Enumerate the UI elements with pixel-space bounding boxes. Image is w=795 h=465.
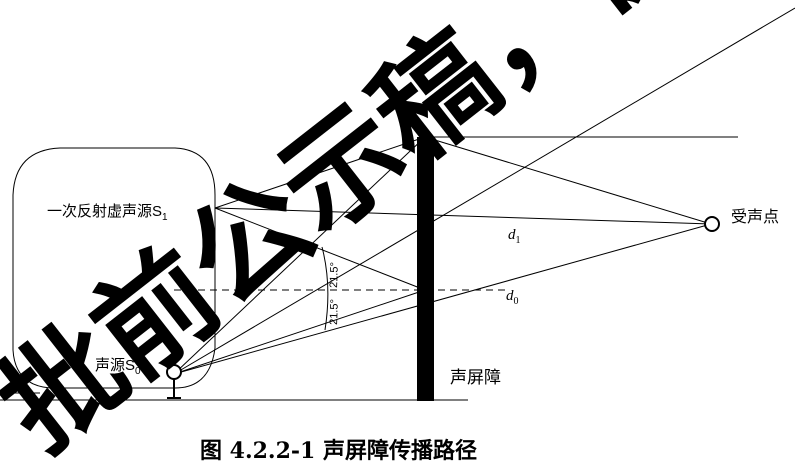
angle-label-upper: 21.5°	[328, 262, 341, 288]
diffraction-extension-line	[173, 7, 795, 375]
receiver-point-icon	[704, 216, 720, 232]
train-outline	[12, 147, 216, 389]
figure-caption: 图 4.2.2-1 声屏障传播路径	[200, 438, 477, 464]
d1-label: d1	[508, 227, 521, 246]
barrier-top-to-receiver	[424, 136, 712, 225]
d1-text: d	[508, 227, 516, 243]
d0-text: d	[506, 288, 514, 304]
d1-subscript: 1	[516, 235, 521, 246]
virtual-source-text: 一次反射虚声源S	[47, 202, 162, 220]
source-to-barrier-mid	[173, 289, 426, 375]
virtual-to-receiver	[214, 207, 712, 225]
watermark-text: 批前公示稿，仅	[0, 0, 711, 465]
source-label: 声源S0	[95, 356, 141, 377]
d0-subscript: 0	[514, 296, 519, 307]
virtual-to-barrier-top	[214, 136, 426, 209]
source-text: 声源S	[95, 356, 135, 374]
source-to-receiver	[173, 223, 712, 375]
source-subscript: 0	[135, 366, 141, 377]
virtual-source-label: 一次反射虚声源S1	[47, 202, 168, 223]
sound-barrier	[417, 137, 434, 401]
angle-label-lower: 21.5°	[328, 299, 341, 325]
virtual-to-barrier-mid	[214, 207, 426, 291]
receiver-label: 受声点	[731, 208, 779, 226]
angle-arc	[321, 246, 329, 331]
d0-label: d0	[506, 288, 519, 307]
source-to-barrier-top	[173, 136, 426, 375]
barrier-label: 声屏障	[450, 368, 501, 387]
virtual-source-subscript: 1	[162, 212, 168, 223]
